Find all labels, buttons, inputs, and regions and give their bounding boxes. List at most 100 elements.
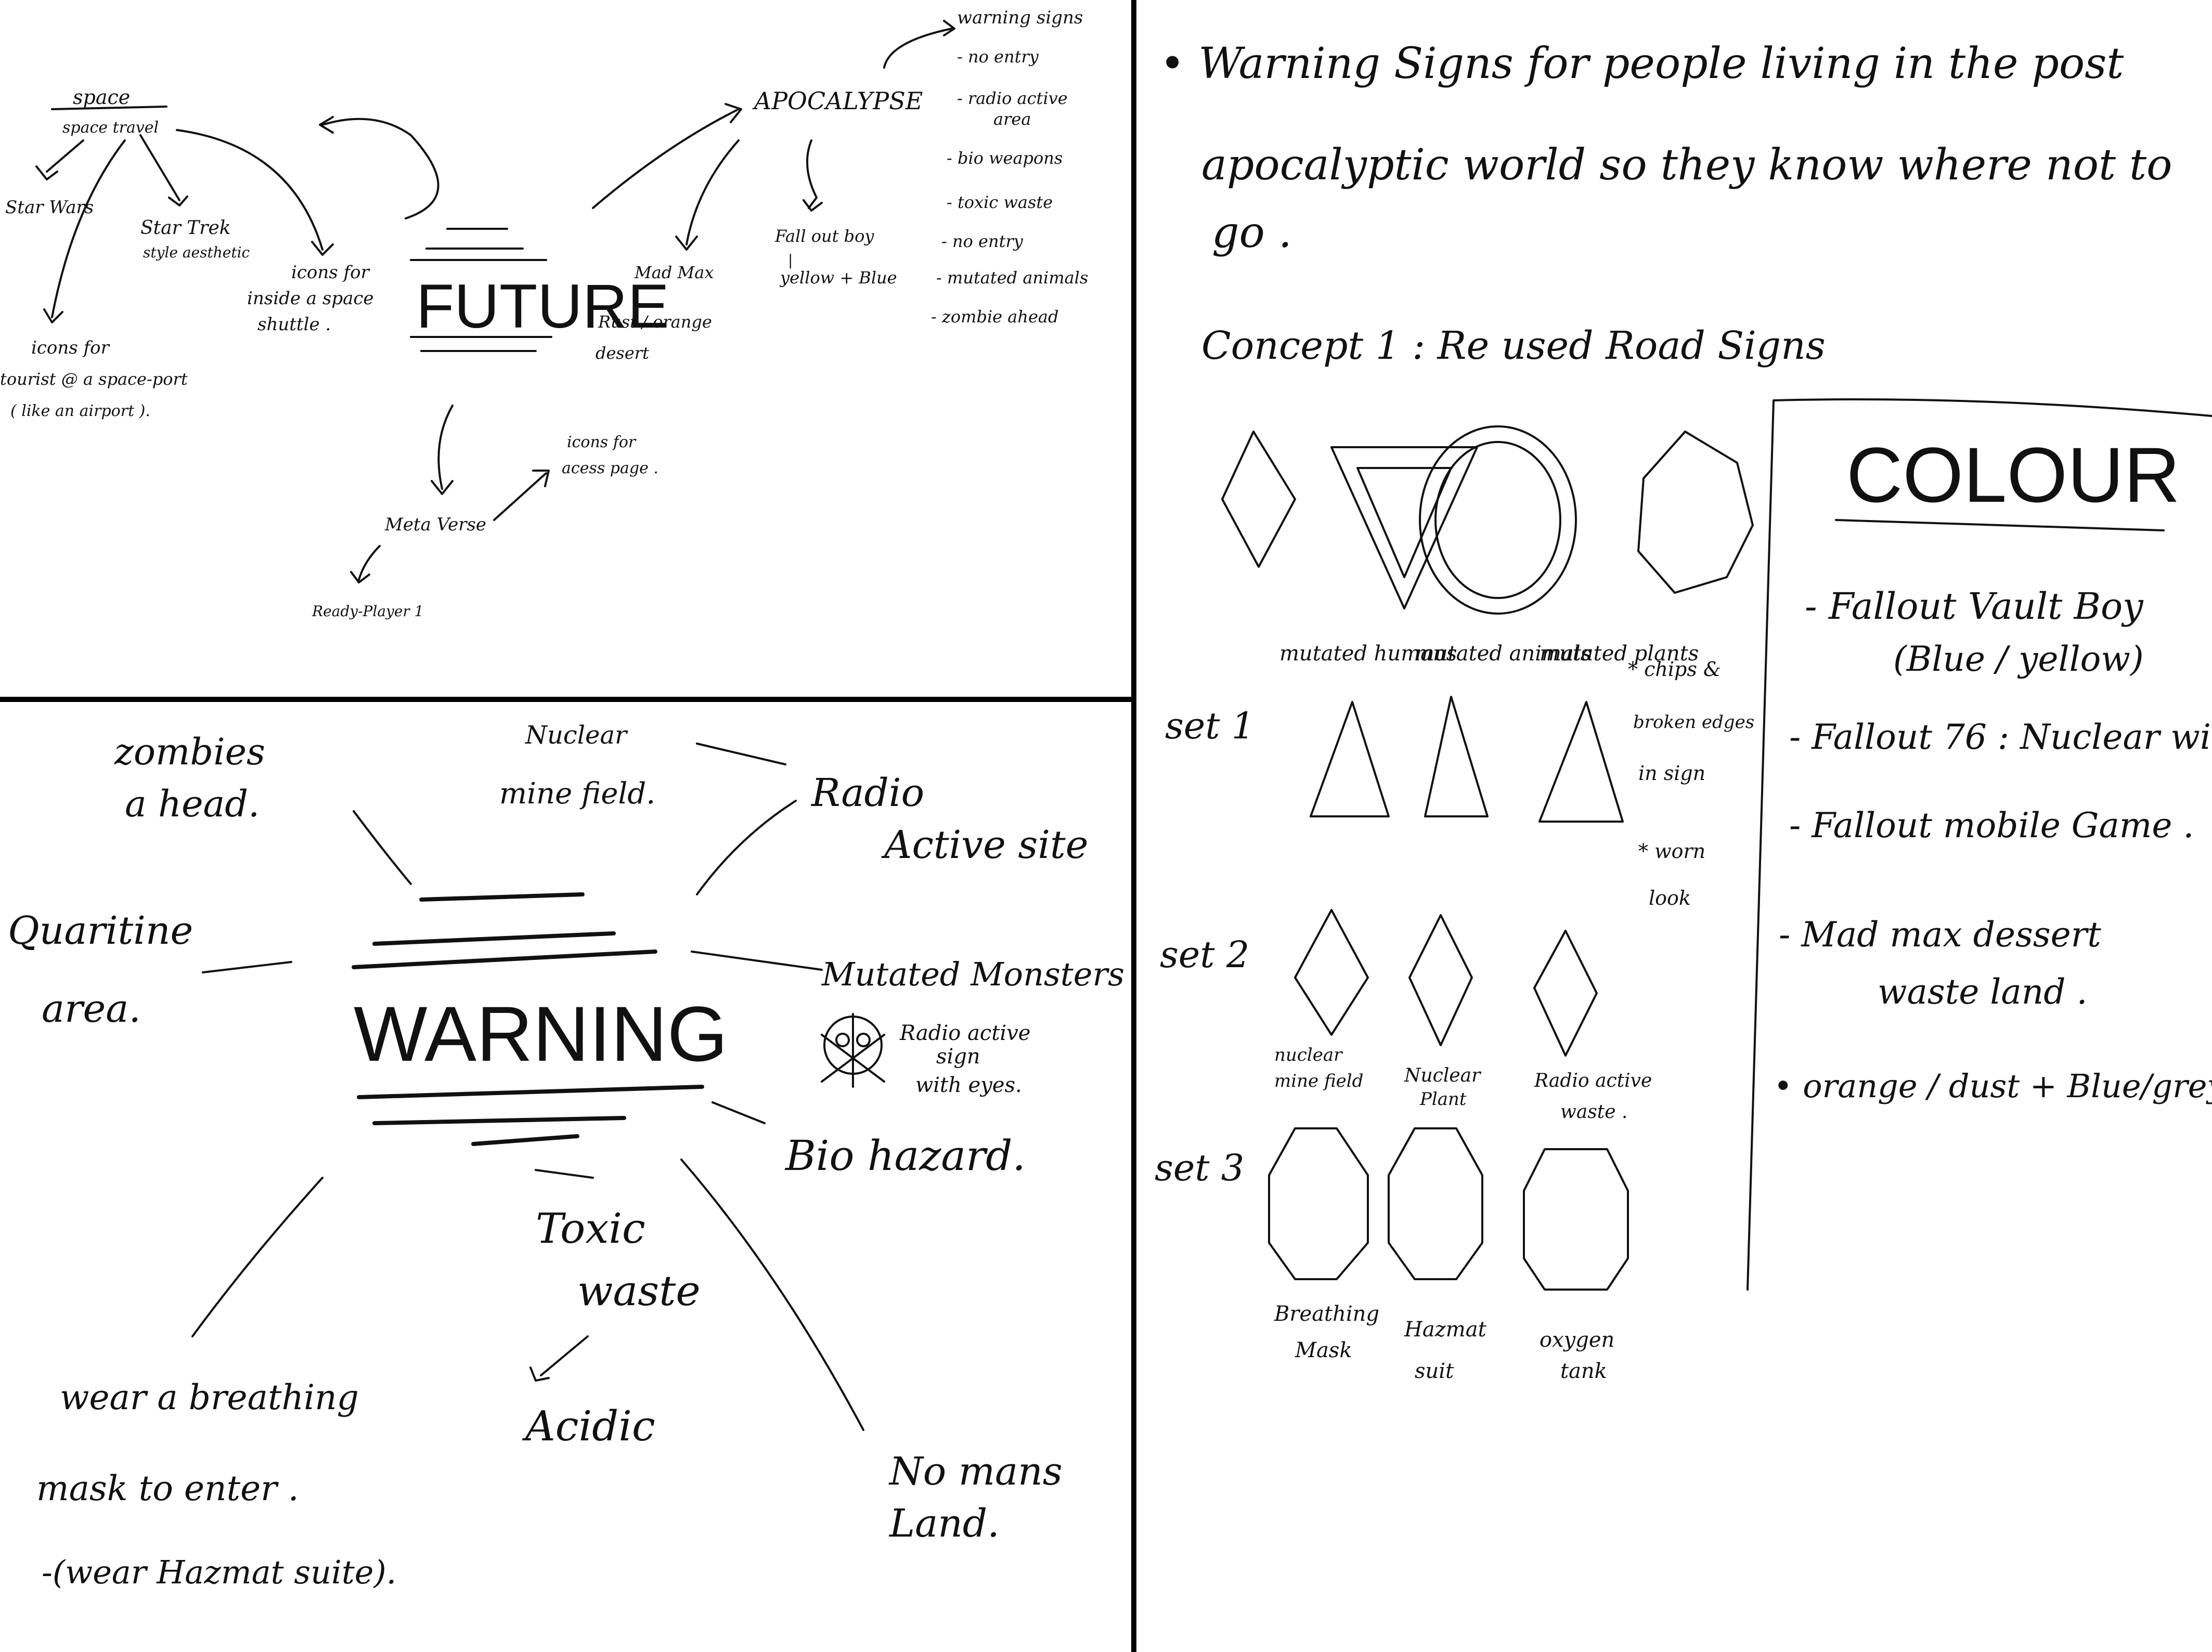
intro-line-2: apocalyptic world so they know where not… [1201,140,2172,190]
future-mindmap: FUTURE space space travel Star Wars Star… [0,7,1088,620]
set2-caption: mine field [1274,1071,1363,1091]
set3-caption: Hazmat [1404,1318,1487,1342]
acidic-label: Acidic [522,1402,655,1450]
quarantine-label-1: Quaritine [8,908,193,953]
set1-note: * chips & [1628,658,1721,681]
set2-caption: Plant [1419,1089,1467,1110]
star-wars-label: Star Wars [5,197,94,218]
set1-caption: mutated plants [1540,642,1699,666]
set2-label: set 2 [1160,933,1249,976]
warning-list-item: - mutated animals [936,268,1088,288]
set1-caption: mutated humans [1279,642,1457,666]
icons-access-label-2: acess page . [562,459,658,477]
set3-caption: Mask [1295,1338,1352,1362]
breathing-label-2: mask to enter . [36,1468,299,1508]
colour-item: - Fallout mobile Game . [1789,805,2194,845]
set1-label: set 1 [1165,705,1254,747]
warning-list-item: - no entry [941,231,1024,251]
mad-max-label: Mad Max [634,263,714,282]
colour-item: - Fallout 76 : Nuclear winter [1789,717,2212,757]
icons-shuttle-label-2: inside a space [247,288,374,309]
warning-list-item: area [993,109,1031,129]
set3-caption: tank [1560,1359,1607,1383]
set3-caption: suit [1415,1359,1454,1383]
toxic-label-1: Toxic [536,1204,645,1253]
colour-panel: COLOUR - Fallout Vault Boy (Blue / yello… [1747,398,2212,1291]
zombies-label-2: a head. [125,783,260,825]
icons-tourist-label-3: ( like an airport ). [10,402,150,420]
warning-list-item: - radio active [957,88,1068,108]
bio-hazard-label: Bio hazard. [784,1131,1026,1180]
colour-title: COLOUR [1846,431,2180,518]
rust-orange-label: Rust / orange [598,312,712,332]
set1-triangles [1310,696,1624,823]
future-title: FUTURE [416,271,669,341]
radio-sign-label-1: Radio active [899,1021,1030,1045]
radio-sign-label-2: sign [936,1045,980,1069]
set2-diamonds [1294,909,1598,1057]
radio-sign-label-3: with eyes. [915,1073,1022,1097]
radioactive-eyes-doodle [821,1013,885,1088]
colour-item: waste land . [1878,972,2087,1012]
nuclear-label-1: Nuclear [525,721,628,750]
icons-access-label-1: icons for [567,433,637,451]
set1-note: * worn [1638,840,1705,863]
set3-octagons [1268,1127,1629,1291]
set1-note: look [1649,887,1691,909]
set3-label: set 3 [1155,1147,1244,1189]
set2-caption: Radio active [1534,1070,1652,1091]
zombies-label-1: zombies [114,731,265,773]
set1-shapes-row1 [1221,425,1754,615]
set3-caption: oxygen [1540,1328,1614,1352]
quarantine-label-2: area. [42,986,141,1031]
warning-mindmap: WARNING zombies a head. Nuclear mine fie… [8,721,1124,1591]
radio-label-2: Active site [881,823,1089,867]
fallout-bar: | [788,252,793,269]
warning-list-item: - toxic waste [947,192,1053,212]
set2-caption: waste . [1560,1101,1627,1123]
icons-shuttle-label-1: icons for [291,262,370,283]
set3-caption: Breathing [1274,1302,1379,1326]
toxic-label-2: waste [577,1267,701,1315]
intro-line-1: • Warning Signs for people living in the… [1160,39,2124,88]
star-trek-label-1: Star Trek [140,217,231,239]
nuclear-label-2: mine field. [499,777,655,811]
breathing-label-3: -(wear Hazmat suite). [42,1553,396,1591]
fallout-colors-label: yellow + Blue [779,268,897,288]
no-mans-label-1: No mans [888,1449,1063,1494]
colour-item: - Fallout Vault Boy [1805,585,2144,628]
apocalypse-label: APOCALYPSE [752,87,923,115]
set1-note: in sign [1638,762,1705,785]
set1-caption: mutated animals [1415,642,1591,666]
metaverse-label: Meta Verse [384,514,486,535]
space-travel-label: space travel [62,119,159,137]
desert-label: desert [596,343,649,363]
concept-title: Concept 1 : Re used Road Signs [1201,323,1826,368]
space-label: space [73,86,130,109]
warning-list-item: - zombie ahead [931,307,1058,327]
no-mans-label-2: Land. [888,1501,1000,1546]
warning-signs-list: warning signs - no entry - radio active … [883,7,1088,327]
colour-item: (Blue / yellow) [1893,639,2144,679]
breathing-label-1: wear a breathing [60,1377,359,1417]
fallout-boy-label: Fall out boy [774,226,874,246]
intro-line-3: go . [1212,208,1292,257]
icons-tourist-label-1: icons for [31,337,110,358]
colour-item: - Mad max dessert [1779,915,2101,955]
warning-list-item: warning signs [957,7,1083,28]
warning-title: WARNING [354,990,728,1077]
set2-caption: nuclear [1274,1045,1343,1065]
star-trek-label-2: style aesthetic [143,244,250,261]
set1-note: broken edges [1633,712,1754,733]
concept-page: • Warning Signs for people living in the… [1155,39,2212,1383]
set2-caption: Nuclear [1404,1065,1481,1086]
ready-player-label: Ready-Player 1 [312,603,424,620]
icons-tourist-label-2: tourist @ a space-port [0,369,188,389]
warning-list-item: - no entry [957,47,1039,67]
warning-list-item: - bio weapons [947,148,1063,168]
colour-item: • orange / dust + Blue/grey [1774,1067,2212,1105]
radio-label-1: Radio [810,771,924,815]
mutated-monsters-label: Mutated Monsters [821,955,1124,993]
